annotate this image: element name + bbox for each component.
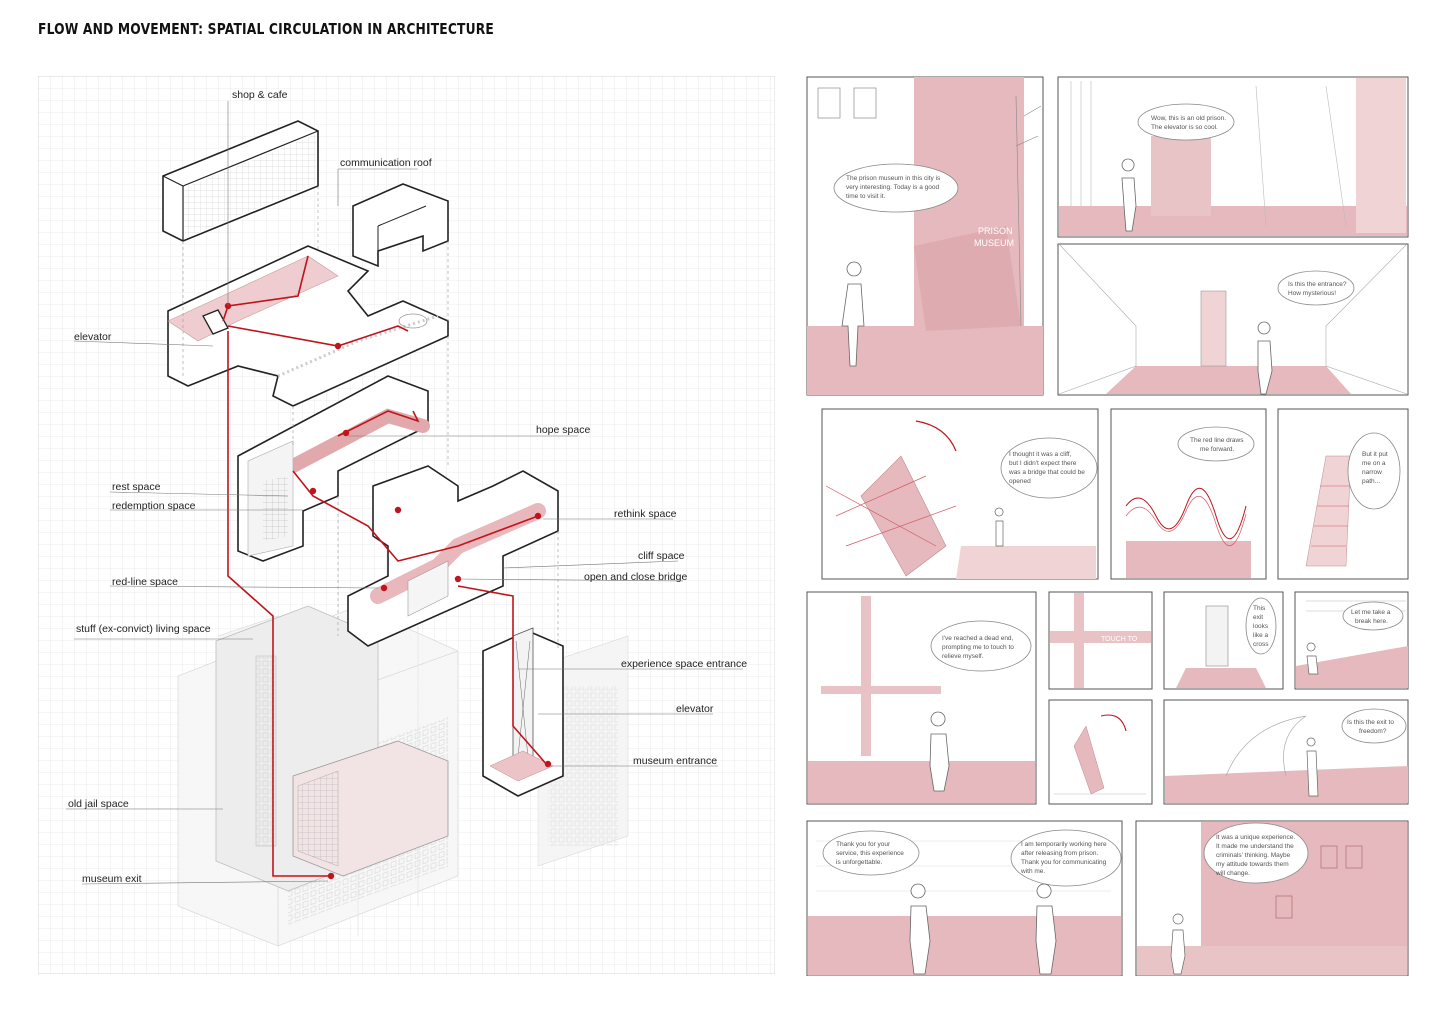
comic-storyboard: The prison museum in this city is very i… [806, 76, 1409, 976]
projection-lines [182, 186, 559, 651]
label-hope-space: hope space [536, 424, 590, 436]
p14-bubble-line-5: will change. [1215, 870, 1250, 877]
comic-panel-11 [1048, 699, 1153, 805]
p1-bubble-line-1: The prison museum in this city is [846, 175, 941, 182]
p13-bubble-line-2: service, this experience [836, 850, 904, 857]
diagram-labels: shop & cafe communication roof elevator … [68, 89, 747, 885]
p13-bubble-line-3: is unforgettable. [836, 859, 882, 866]
label-stuff-living-space: stuff (ex-convict) living space [76, 623, 211, 635]
red-nodes [224, 302, 552, 880]
p4-bubble-line-2: but I didn't expect there [1009, 460, 1077, 467]
p4-bubble-line-3: was a bridge that could be [1008, 469, 1085, 476]
p1-bubble-line-3: time to visit it. [846, 193, 886, 200]
comic-panel-9: This exit looks like a cross [1163, 591, 1284, 690]
p5-bubble-line-1: The red line draws [1190, 437, 1244, 444]
p1-figure [841, 261, 865, 367]
p10-bubble-line-1: Let me take a [1351, 609, 1391, 616]
p1-sign-museum: MUSEUM [974, 238, 1014, 248]
label-old-jail-space: old jail space [68, 798, 129, 810]
comic-panel-5: The red line draws me forward. [1110, 408, 1267, 580]
comic-panel-3: Is this the entrance? How mysterious! [1057, 243, 1409, 396]
label-communication-roof: communication roof [340, 157, 432, 169]
comic-panel-14: It was a unique experience. It made me u… [1135, 820, 1409, 976]
p12-bubble-line-1: Is this the exit to [1347, 719, 1394, 726]
label-elevator-top: elevator [74, 331, 112, 343]
p2-figure [1121, 158, 1137, 232]
p7-figure [929, 711, 950, 792]
p9-bubble-line-1: This [1253, 605, 1266, 612]
p4-bubble-line-4: opened [1009, 478, 1031, 485]
p4-figure [994, 507, 1004, 547]
label-rethink-space: rethink space [614, 508, 677, 520]
p7-bubble-line-1: I've reached a dead end, [942, 635, 1014, 642]
p12-figure [1306, 737, 1319, 797]
label-shop-cafe: shop & cafe [232, 89, 288, 101]
p13-bubble-line-4: I am temporarily working here [1021, 841, 1107, 848]
hope-space-plate [237, 375, 430, 562]
communication-roof-block [352, 183, 449, 268]
p9-bubble-line-4: like a [1253, 632, 1269, 639]
p9-bubble-line-5: cross [1253, 641, 1269, 648]
p13-bubble-line-6: Thank you for communicating [1021, 859, 1107, 866]
label-rest-space: rest space [112, 481, 161, 493]
axonometric-diagram: shop & cafe communication roof elevator … [38, 76, 775, 974]
p13-bubble-line-5: after releasing from prison. [1021, 850, 1099, 857]
p13-bubble-line-7: with me. [1020, 868, 1045, 875]
red-circulation-path [222, 255, 549, 877]
label-open-close-bridge: open and close bridge [584, 571, 687, 583]
p2-bubble-line-1: Wow, this is an old prison. [1151, 115, 1226, 122]
label-museum-exit: museum exit [82, 873, 142, 885]
comic-panel-13: Thank you for your service, this experie… [806, 820, 1123, 976]
comic-panel-10: Let me take a break here. [1294, 591, 1409, 690]
p6-bubble-line-1: But it put [1362, 451, 1388, 458]
label-elevator-bottom: elevator [676, 703, 714, 715]
comic-panel-4: I thought it was a cliff, but I didn't e… [821, 408, 1099, 580]
p12-bubble-line-2: freedom? [1359, 728, 1387, 735]
p8-sign: TOUCH TO [1101, 636, 1138, 643]
p13-figure-worker [1035, 883, 1057, 975]
p6-bubble-line-4: path... [1362, 478, 1380, 485]
p3-bubble-line-1: Is this the entrance? [1288, 281, 1347, 288]
p14-bubble-line-3: criminals' thinking. Maybe [1216, 852, 1291, 859]
p2-bubble-line-2: The elevator is so cool. [1151, 124, 1218, 131]
p4-bubble-line-1: I thought it was a cliff, [1009, 451, 1072, 458]
p3-figure [1257, 321, 1273, 395]
p13-bubble-line-1: Thank you for your [836, 841, 891, 848]
roof-floor-plate [167, 245, 449, 407]
label-redemption-space: redemption space [112, 500, 196, 512]
comic-panel-2: Wow, this is an old prison. The elevator… [1057, 76, 1409, 238]
p5-bubble-line-2: me forward. [1200, 446, 1235, 453]
p6-bubble-line-2: me on a [1362, 460, 1386, 467]
p7-bubble-line-3: relieve myself. [942, 653, 984, 660]
comic-panel-8: TOUCH TO [1048, 591, 1153, 690]
p14-bubble-line-2: It made me understand the [1216, 843, 1294, 850]
page-title: FLOW AND MOVEMENT: SPATIAL CIRCULATION I… [38, 20, 494, 38]
p6-bubble-line-3: narrow [1362, 469, 1382, 476]
p14-figure [1170, 913, 1186, 975]
comic-panel-6: But it put me on a narrow path... [1277, 408, 1409, 580]
comic-panel-1: The prison museum in this city is very i… [806, 76, 1044, 396]
comic-panel-12: Is this the exit to freedom? [1163, 699, 1409, 805]
p1-sign-prison: PRISON [978, 226, 1013, 236]
label-red-line-space: red-line space [112, 576, 178, 588]
p14-bubble-line-1: It was a unique experience. [1216, 834, 1295, 841]
p7-bubble-line-2: prompting me to touch to [942, 644, 1014, 651]
elevator-tower [482, 627, 564, 797]
p9-bubble-line-2: exit [1253, 614, 1263, 621]
label-cliff-space: cliff space [638, 550, 685, 562]
label-experience-entrance: experience space entrance [621, 658, 747, 670]
p3-bubble-line-2: How mysterious! [1288, 290, 1336, 297]
p1-bubble-line-2: very interesting. Today is a good [846, 184, 939, 191]
label-museum-entrance: museum entrance [633, 755, 717, 767]
p9-bubble-line-3: looks [1253, 623, 1269, 630]
p13-figure-visitor [909, 883, 931, 975]
living-space-building [215, 605, 449, 892]
p10-figure [1306, 642, 1319, 675]
leader-lines [66, 101, 743, 885]
comic-panel-7: I've reached a dead end, prompting me to… [806, 591, 1037, 805]
p10-bubble-line-2: break here. [1355, 618, 1388, 625]
p14-bubble-line-4: my attitude towards them [1216, 861, 1289, 868]
